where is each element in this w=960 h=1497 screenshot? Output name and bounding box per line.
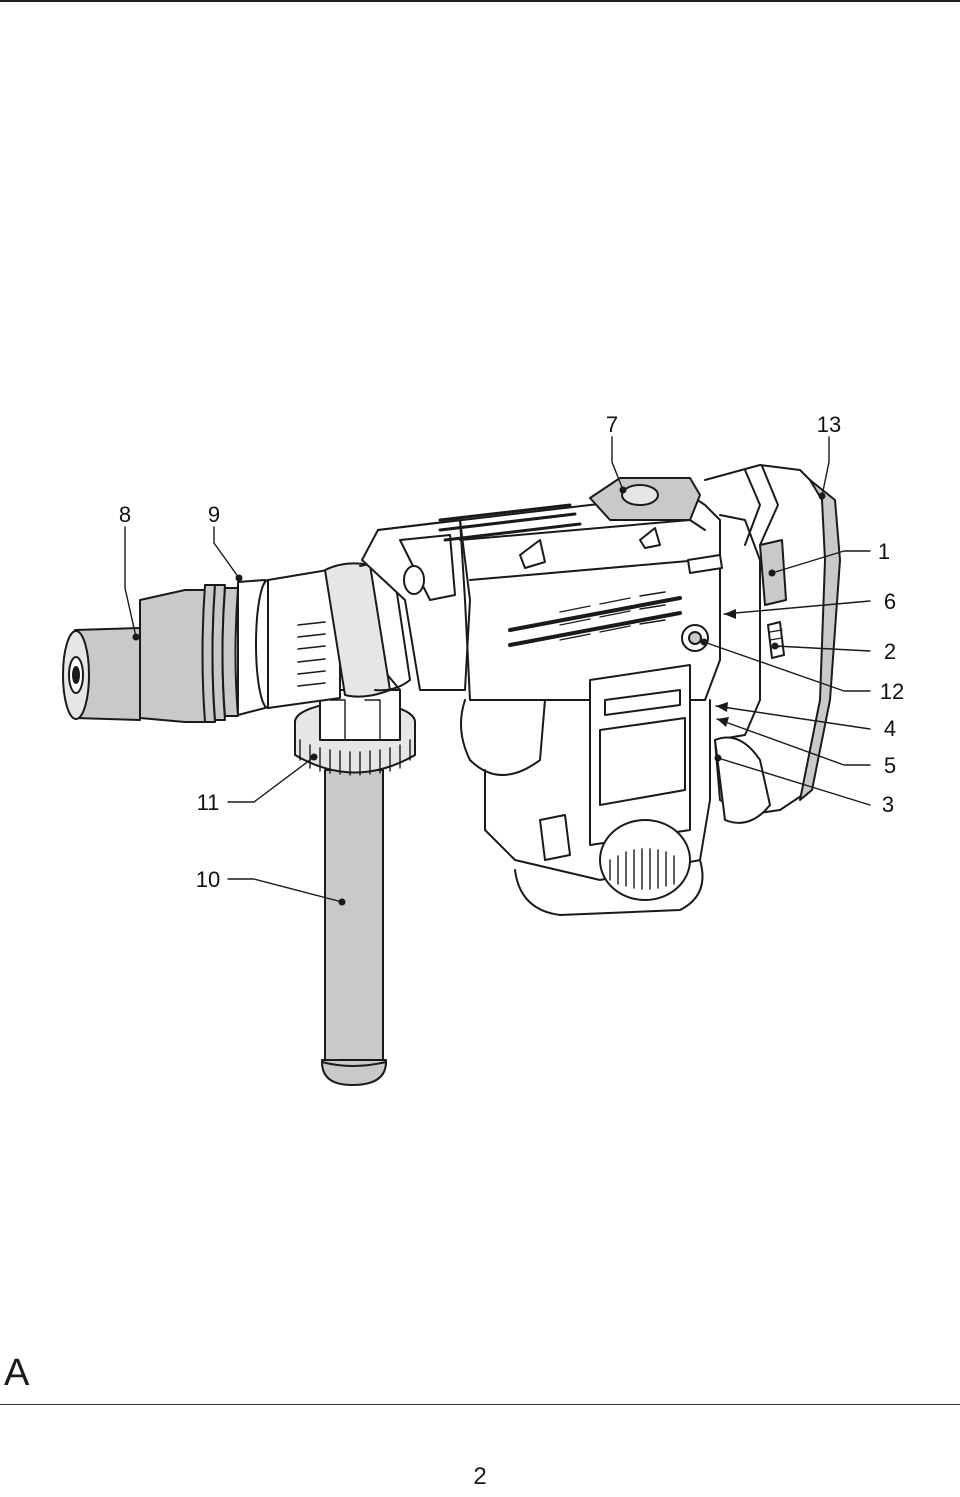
callout-7: 7 (606, 412, 618, 437)
callout-4: 4 (884, 716, 896, 741)
rear-handle (687, 464, 841, 824)
clamp-ring (294, 671, 416, 776)
page-number: 2 (473, 1463, 487, 1490)
callout-1: 1 (878, 539, 890, 564)
callout-8: 8 (119, 502, 131, 527)
callout-12: 12 (880, 679, 904, 704)
side-handle (321, 769, 387, 1086)
tool-holder (62, 584, 239, 723)
callout-labels: 7 13 8 9 1 6 2 12 4 5 3 11 10 (119, 412, 904, 892)
callout-11: 11 (197, 790, 220, 815)
top-rule (0, 0, 960, 2)
leader-lines (124, 436, 871, 903)
callout-9: 9 (208, 502, 220, 527)
figure-letter: A (4, 1352, 30, 1394)
callout-2: 2 (884, 639, 896, 664)
callout-3: 3 (882, 792, 894, 817)
callout-6: 6 (884, 589, 896, 614)
main-housing (361, 477, 721, 916)
callout-13: 13 (817, 412, 841, 437)
callout-5: 5 (884, 753, 896, 778)
leader-dots (132, 486, 826, 906)
callout-10: 10 (196, 867, 220, 892)
bottom-rule (0, 1404, 960, 1405)
chuck-sleeve (237, 562, 411, 716)
